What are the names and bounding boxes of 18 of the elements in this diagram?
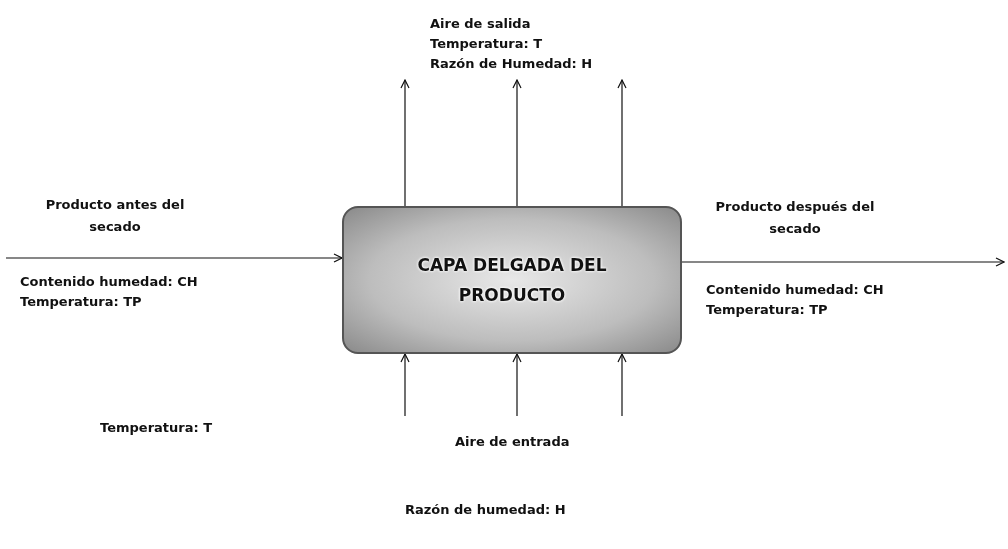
- arrow: [617, 353, 627, 417]
- box-title: CAPA DELGADA DEL PRODUCTO: [416, 254, 608, 307]
- arrow: [400, 353, 410, 417]
- arrow: [400, 79, 410, 207]
- annotation-text: Temperatura: TP: [706, 302, 828, 317]
- process-box: [342, 206, 682, 354]
- arrow: [617, 79, 627, 207]
- arrow: [512, 79, 522, 207]
- annotation-text: Contenido humedad: CH: [706, 282, 884, 297]
- node-text: Aire de salida Temperatura: T Razón de Humedad: H: [430, 14, 630, 80]
- annotation-text: Temperatura: TP: [20, 294, 142, 309]
- annotation-text: Razón de humedad: H: [405, 502, 566, 517]
- annotation-text: Contenido humedad: CH: [20, 274, 198, 289]
- arrow: [512, 353, 522, 417]
- annotation-text: Temperatura: T: [100, 420, 213, 435]
- node-text: Aire de entrada: [455, 432, 605, 454]
- arrow: [681, 257, 1005, 267]
- arrow: [5, 253, 343, 263]
